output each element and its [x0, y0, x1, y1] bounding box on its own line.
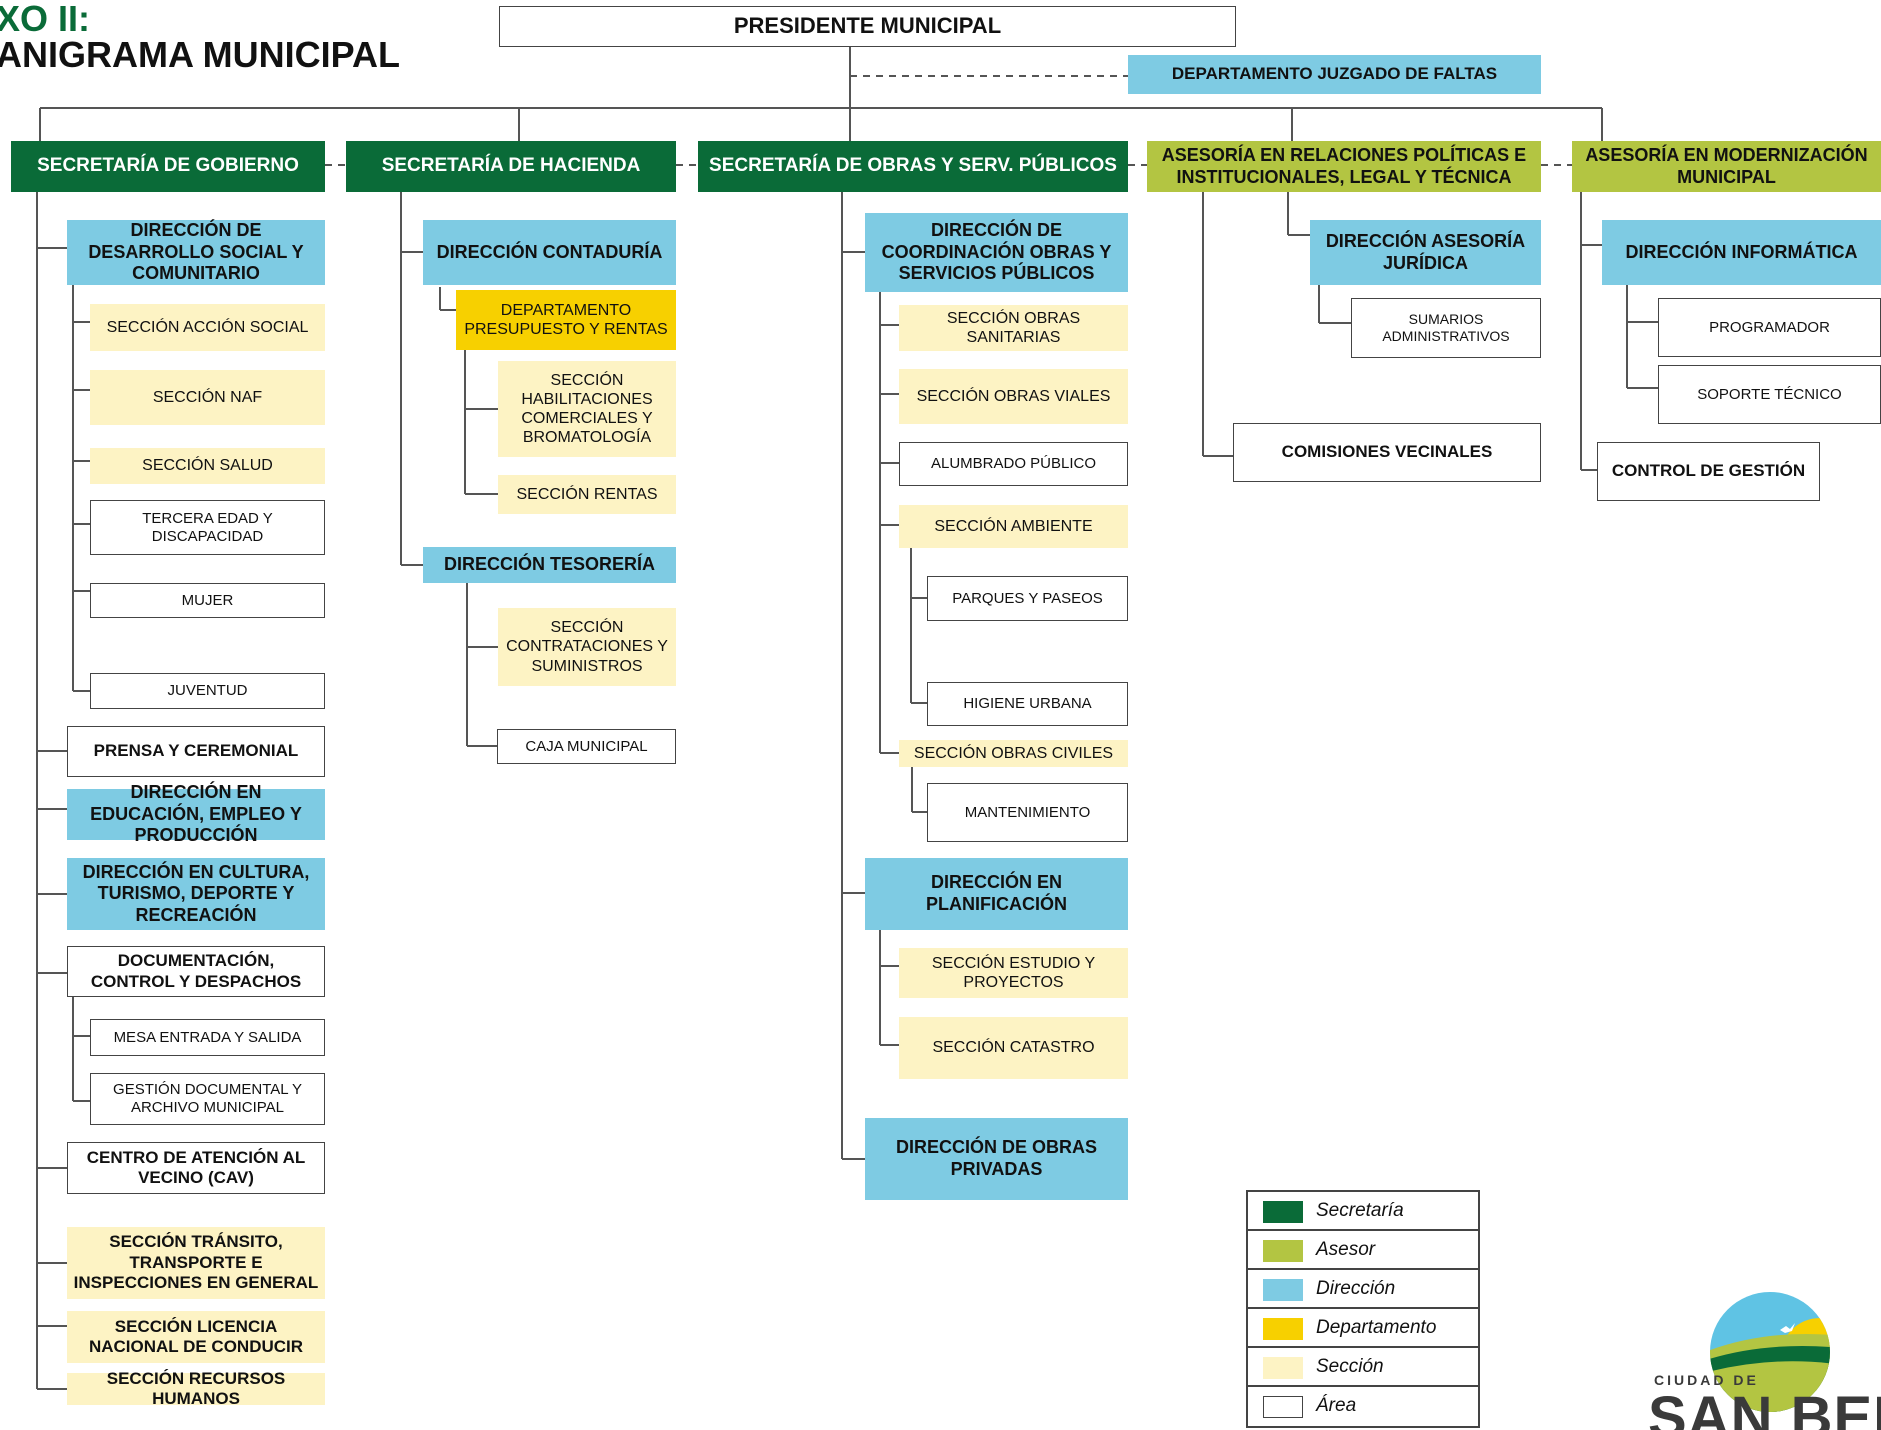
legend-item: Asesor: [1248, 1231, 1478, 1270]
legend-label: Área: [1316, 1395, 1357, 1416]
asesoria-relaciones-box: ASESORÍA EN RELACIONES POLÍTICAS E INSTI…: [1147, 141, 1541, 192]
legend-swatch-direccion: [1263, 1279, 1303, 1301]
mujer-box: MUJER: [90, 583, 325, 618]
juventud-box: JUVENTUD: [90, 673, 325, 709]
secretaria-hacienda-box: SECRETARÍA DE HACIENDA: [346, 141, 676, 192]
legend-swatch-area: [1263, 1396, 1303, 1418]
soporte-tecnico-box: SOPORTE TÉCNICO: [1658, 365, 1881, 424]
seccion-ambiente-box: SECCIÓN AMBIENTE: [899, 505, 1128, 548]
seccion-accion-social-box: SECCIÓN ACCIÓN SOCIAL: [90, 304, 325, 351]
legend-item: Sección: [1248, 1348, 1478, 1387]
annex-title: XO II:: [0, 0, 91, 39]
presidente-municipal-box: PRESIDENTE MUNICIPAL: [499, 6, 1236, 47]
seccion-contrataciones-box: SECCIÓN CONTRATACIONES Y SUMINISTROS: [498, 608, 676, 686]
caja-municipal-box: CAJA MUNICIPAL: [497, 729, 676, 764]
asesoria-modernizacion-box: ASESORÍA EN MODERNIZACIÓN MUNICIPAL: [1572, 141, 1881, 192]
legend-item: Departamento: [1248, 1309, 1478, 1348]
direccion-desarrollo-social-box: DIRECCIÓN DE DESARROLLO SOCIAL Y COMUNIT…: [67, 220, 325, 285]
seccion-transito-box: SECCIÓN TRÁNSITO, TRANSPORTE E INSPECCIO…: [67, 1227, 325, 1299]
documentacion-control-box: DOCUMENTACIÓN, CONTROL Y DESPACHOS: [67, 946, 325, 997]
legend-label: Dirección: [1316, 1278, 1396, 1299]
mantenimiento-box: MANTENIMIENTO: [927, 783, 1128, 842]
mesa-entrada-box: MESA ENTRADA Y SALIDA: [90, 1019, 325, 1056]
logo-emblem-icon: [1710, 1292, 1830, 1412]
comisiones-vecinales-box: COMISIONES VECINALES: [1233, 423, 1541, 482]
seccion-obras-viales-box: SECCIÓN OBRAS VIALES: [899, 369, 1128, 424]
seccion-licencia-box: SECCIÓN LICENCIA NACIONAL DE CONDUCIR: [67, 1311, 325, 1363]
secretaria-gobierno-box: SECRETARÍA DE GOBIERNO: [11, 141, 325, 192]
seccion-rentas-box: SECCIÓN RENTAS: [498, 475, 676, 514]
legend-label: Secretaría: [1316, 1200, 1404, 1221]
tercera-edad-box: TERCERA EDAD Y DISCAPACIDAD: [90, 500, 325, 555]
direccion-tesoreria-box: DIRECCIÓN TESORERÍA: [423, 547, 676, 583]
legend-swatch-asesor: [1263, 1240, 1303, 1262]
direccion-planificacion-box: DIRECCIÓN EN PLANIFICACIÓN: [865, 858, 1128, 930]
legend-label: Departamento: [1316, 1317, 1437, 1338]
alumbrado-publico-box: ALUMBRADO PÚBLICO: [899, 442, 1128, 486]
seccion-catastro-box: SECCIÓN CATASTRO: [899, 1017, 1128, 1079]
legend-label: Asesor: [1316, 1239, 1376, 1260]
legend-item: Área: [1248, 1387, 1478, 1426]
seccion-recursos-humanos-box: SECCIÓN RECURSOS HUMANOS: [67, 1369, 325, 1408]
centro-atencion-vecino-box: CENTRO DE ATENCIÓN AL VECINO (CAV): [67, 1142, 325, 1194]
direccion-informatica-box: DIRECCIÓN INFORMÁTICA: [1602, 220, 1881, 285]
departamento-presupuesto-box: DEPARTAMENTO PRESUPUESTO Y RENTAS: [456, 290, 676, 350]
city-logo: CIUDAD DE SAN BEN: [1640, 1280, 1881, 1430]
logo-text-small: CIUDAD DE: [1654, 1372, 1759, 1388]
gestion-documental-box: GESTIÓN DOCUMENTAL Y ARCHIVO MUNICIPAL: [90, 1073, 325, 1125]
direccion-asesoria-juridica-box: DIRECCIÓN ASESORÍA JURÍDICA: [1310, 220, 1541, 285]
logo-text-large: SAN BEN: [1648, 1385, 1881, 1430]
juzgado-faltas-box: DEPARTAMENTO JUZGADO DE FALTAS: [1128, 55, 1541, 94]
legend-swatch-secretaria: [1263, 1201, 1303, 1223]
sumarios-administrativos-box: SUMARIOS ADMINISTRATIVOS: [1351, 298, 1541, 358]
legend-item: Secretaría: [1248, 1192, 1478, 1231]
legend-swatch-seccion: [1263, 1357, 1303, 1379]
direccion-educacion-box: DIRECCIÓN EN EDUCACIÓN, EMPLEO Y PRODUCC…: [67, 782, 325, 845]
parques-paseos-box: PARQUES Y PASEOS: [927, 576, 1128, 621]
secretaria-obras-box: SECRETARÍA DE OBRAS Y SERV. PÚBLICOS: [698, 141, 1128, 192]
seccion-habilitaciones-box: SECCIÓN HABILITACIONES COMERCIALES Y BRO…: [498, 361, 676, 457]
direccion-obras-privadas-box: DIRECCIÓN DE OBRAS PRIVADAS: [865, 1118, 1128, 1200]
control-gestion-box: CONTROL DE GESTIÓN: [1597, 442, 1820, 501]
legend: Secretaría Asesor Dirección Departamento…: [1246, 1190, 1480, 1428]
legend-swatch-departamento: [1263, 1318, 1303, 1340]
legend-label: Sección: [1316, 1356, 1384, 1377]
seccion-naf-box: SECCIÓN NAF: [90, 370, 325, 425]
legend-item: Dirección: [1248, 1270, 1478, 1309]
seccion-salud-box: SECCIÓN SALUD: [90, 448, 325, 484]
direccion-contaduria-box: DIRECCIÓN CONTADURÍA: [423, 220, 676, 285]
prensa-ceremonial-box: PRENSA Y CEREMONIAL: [67, 726, 325, 777]
seccion-obras-sanitarias-box: SECCIÓN OBRAS SANITARIAS: [899, 305, 1128, 351]
programador-box: PROGRAMADOR: [1658, 298, 1881, 357]
higiene-urbana-box: HIGIENE URBANA: [927, 682, 1128, 726]
seccion-obras-civiles-box: SECCIÓN OBRAS CIVILES: [899, 740, 1128, 767]
seccion-estudio-proyectos-box: SECCIÓN ESTUDIO Y PROYECTOS: [899, 948, 1128, 998]
direccion-cultura-box: DIRECCIÓN EN CULTURA, TURISMO, DEPORTE Y…: [67, 858, 325, 930]
chart-title: ANIGRAMA MUNICIPAL: [0, 34, 400, 75]
direccion-coordinacion-box: DIRECCIÓN DE COORDINACIÓN OBRAS Y SERVIC…: [865, 213, 1128, 292]
